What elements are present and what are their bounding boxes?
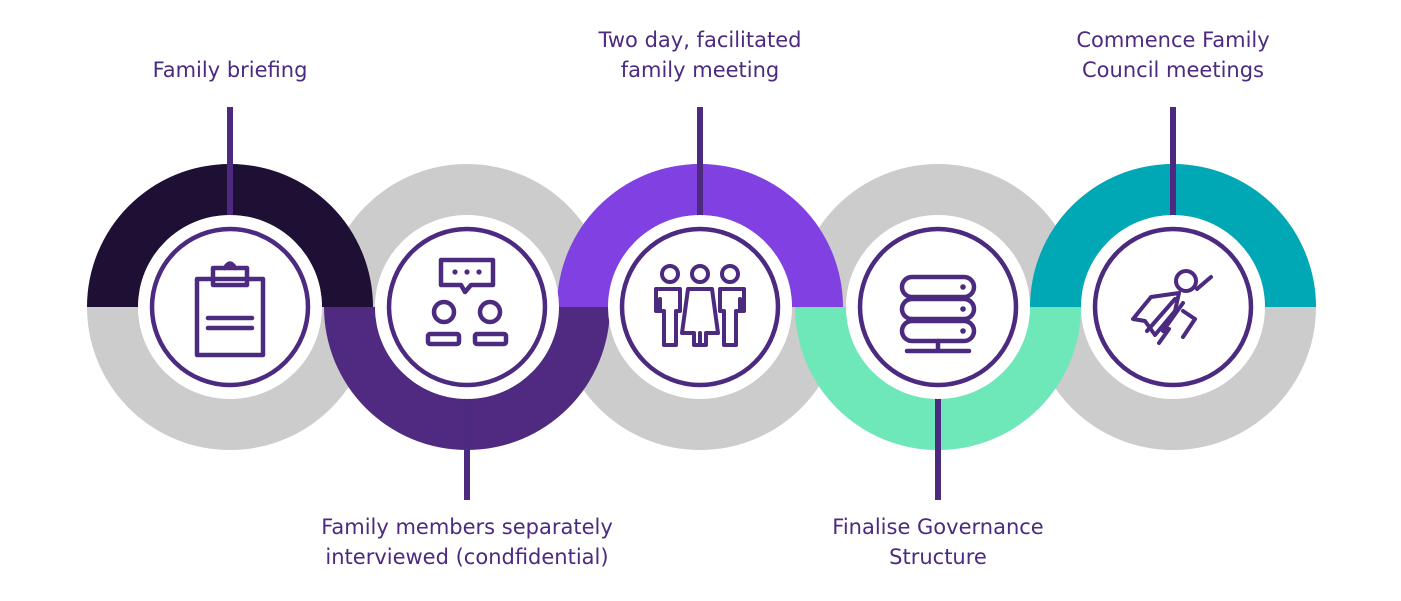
label-line: Structure [889, 545, 987, 569]
step-3-inner-disc [608, 215, 792, 399]
step-3-icon-frame [619, 226, 781, 388]
step-1-inner-disc [138, 215, 322, 399]
step-3-colored-arc [557, 164, 843, 307]
label-line: Family briefing [152, 58, 308, 82]
step-4-colored-arc [795, 307, 1081, 450]
step-2-inner-disc [375, 215, 559, 399]
step-5-colored-arc [1030, 164, 1316, 307]
step-4-icon-frame [857, 226, 1019, 388]
step-5-icon-frame [1092, 226, 1254, 388]
interview-icon [425, 257, 509, 347]
superhero-icon [1131, 269, 1213, 345]
step-1-icon-frame [149, 226, 311, 388]
server-structure-icon [899, 274, 977, 354]
step-1-label: Family briefing [153, 55, 308, 85]
family-group-icon [654, 264, 746, 347]
label-line: Finalise Governance [832, 515, 1044, 539]
label-line: family meeting [620, 58, 780, 82]
clipboard-icon [194, 261, 266, 358]
label-line: Two day, facilitated [598, 28, 802, 52]
step-4-inner-disc [846, 215, 1030, 399]
step-2-label: Family members separately interviewed (co… [321, 512, 613, 572]
step-2-colored-arc [324, 307, 610, 450]
label-line: Family members separately [321, 515, 613, 539]
label-line: Commence Family [1076, 28, 1270, 52]
step-5-inner-disc [1081, 215, 1265, 399]
label-line: Council meetings [1082, 58, 1264, 82]
step-2-icon-frame [386, 226, 548, 388]
step-1-colored-arc [87, 164, 373, 307]
label-line: interviewed (condfidential) [325, 545, 609, 569]
step-3-label: Two day, facilitated family meeting [599, 25, 802, 85]
